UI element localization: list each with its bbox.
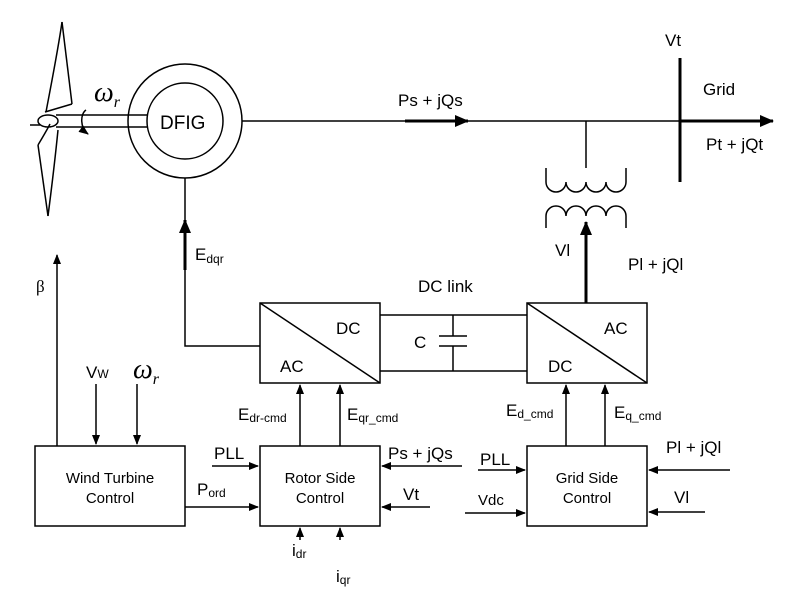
- wtc-line2: Control: [86, 490, 134, 507]
- idr-label: idr: [292, 541, 306, 561]
- stator-power-label: Ps + jQs: [398, 91, 463, 110]
- rotor-converter-ac: AC: [280, 357, 304, 376]
- pll-rotor-label: PLL: [214, 444, 244, 463]
- capacitor-icon: [439, 315, 467, 371]
- dc-link-label: DC link: [418, 277, 473, 296]
- ps-in-label: Ps + jQs: [388, 444, 453, 463]
- edqr-label: Edqr: [195, 245, 224, 266]
- turbine-blades: [30, 21, 73, 217]
- rotor-converter-dc: DC: [336, 319, 361, 338]
- omega-r-top: ωr: [94, 77, 121, 111]
- vl-label: Vl: [555, 241, 570, 260]
- rotor-converter-diagonal: [259, 302, 381, 384]
- grid-converter-dc: DC: [548, 357, 573, 376]
- vt-in-label: Vt: [403, 485, 419, 504]
- ed-cmd-label: Ed_cmd: [506, 401, 553, 421]
- omega-r-input: ωr: [133, 354, 160, 388]
- edr-cmd-label: Edr-cmd: [238, 405, 287, 425]
- eq-cmd-label: Eq_cmd: [614, 403, 661, 423]
- dfig-label: DFIG: [160, 113, 205, 134]
- rsc-line2: Control: [296, 490, 344, 507]
- grid-label: Grid: [703, 80, 735, 99]
- beta-label: β: [36, 277, 45, 296]
- eqr-cmd-label: Eqr_cmd: [347, 405, 398, 425]
- transformer-icon: [545, 168, 627, 228]
- rotation-arrow-icon: [78, 109, 89, 135]
- iqr-label: iqr: [336, 567, 350, 587]
- pord-label: Pord: [197, 480, 226, 500]
- dfig-inner-circle: [146, 82, 224, 160]
- pll-grid-label: PLL: [480, 450, 510, 469]
- gsc-line2: Control: [563, 490, 611, 507]
- pl-label: Pl + jQl: [628, 255, 683, 274]
- turbine-shaft: [56, 114, 148, 128]
- rsc-line1: Rotor Side: [285, 470, 356, 487]
- wind-turbine-control-block: [34, 445, 186, 527]
- capacitor-label: C: [414, 333, 426, 352]
- rotor-side-control-block: [259, 445, 381, 527]
- grid-converter-ac: AC: [604, 319, 628, 338]
- gsc-line1: Grid Side: [556, 470, 619, 487]
- vt-bus-label: Vt: [665, 31, 681, 50]
- grid-power-label: Pt + jQt: [706, 135, 763, 154]
- wtc-line1: Wind Turbine: [66, 470, 154, 487]
- grid-side-control-block: [526, 445, 648, 527]
- pl-in-label: Pl + jQl: [666, 438, 721, 457]
- vl-in-label: Vl: [674, 488, 689, 507]
- grid-converter-diagonal: [526, 302, 648, 384]
- vw-label: VW: [86, 363, 109, 382]
- rotor-converter-feed: [184, 268, 260, 347]
- vdc-label: Vdc: [478, 492, 504, 509]
